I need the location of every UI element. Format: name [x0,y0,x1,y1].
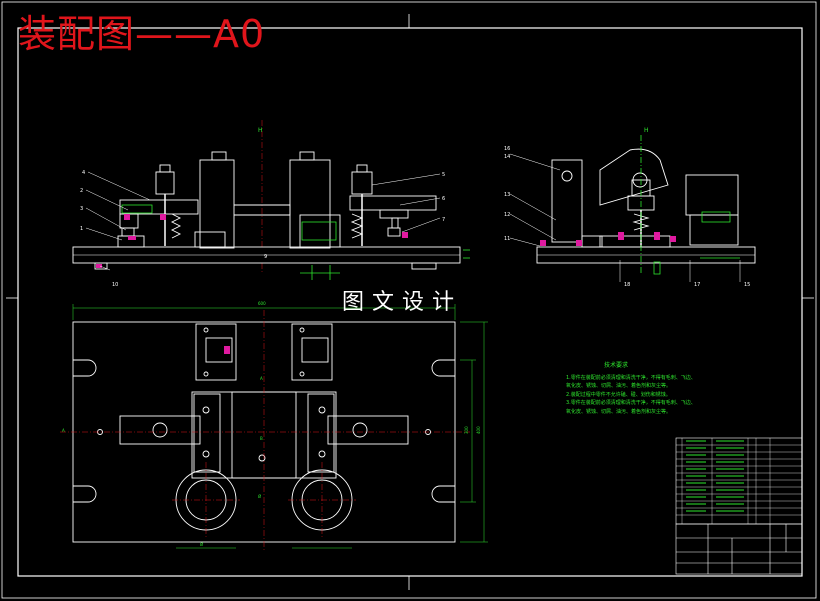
plan-view-dimensions [72,304,488,549]
front-view-leaders [85,171,441,271]
side-balloon: 16 [504,146,510,152]
technical-notes: 技术要求 1.零件在装配前必须清理和清洗干净，不得有毛刺、飞边、 氧化皮、锈蚀、… [566,362,696,416]
svg-text:600: 600 [258,301,266,306]
svg-text:400: 400 [476,426,481,434]
side-view-hatch [540,232,676,246]
front-view-green-parts [121,204,470,280]
parts-list-rows [676,438,802,524]
front-balloon: 2 [80,188,83,194]
front-view [72,120,461,272]
side-balloon: 15 [744,282,750,288]
side-balloon: 18 [624,282,630,288]
parts-list-entries [686,440,744,512]
technical-note-line: 3.零件在装配前必须清理和清洗干净，不得有毛刺、飞边、 [566,400,696,406]
side-balloon: 11 [504,236,510,242]
watermark-text: 图文设计 [342,290,463,315]
side-balloon: 13 [504,192,510,198]
side-balloon: 12 [504,212,510,218]
side-balloon: 17 [694,282,700,288]
parts-list [675,437,803,525]
svg-text:Ø: Ø [200,542,203,547]
inner-frame [17,27,803,577]
plan-view-centerlines [60,310,470,552]
technical-note-line: 氧化皮、锈蚀、切屑、油污、着色剂和灰尘等。 [566,383,672,389]
technical-note-line: 氧化皮、锈蚀、切屑、油污、着色剂和灰尘等。 [566,408,672,415]
side-balloon: 14 [504,154,510,160]
front-balloon: 9 [264,254,267,260]
side-view-balloons: 16 14 13 12 11 18 17 15 [504,146,750,288]
svg-text:A: A [260,376,263,381]
technical-notes-title: 技术要求 [603,362,628,369]
svg-text:B: B [260,436,263,441]
plan-view-dim-text: 600 400 300 A B Ø Ø A [62,301,481,547]
front-view-balloons: 4 2 3 1 5 6 7 9 10 [80,170,445,288]
front-balloon: 10 [112,282,118,288]
front-balloon: 6 [442,196,445,202]
svg-text:Ø: Ø [258,494,261,499]
front-view-hatch [96,214,408,268]
plan-view-hatch [224,346,230,354]
drawing-title: 装配图——A0 [18,12,266,56]
front-view-section-mark: H H [258,127,649,134]
svg-text:H: H [644,127,649,134]
side-view-leaders [509,153,741,282]
technical-note-line: 2.装配过程中零件不允许磕、碰、划伤和锈蚀。 [566,391,671,398]
front-balloon: 7 [442,217,445,223]
centering-marks [6,14,814,590]
svg-text:A: A [62,428,65,433]
side-view [536,148,756,264]
technical-note-line: 1.零件在装配前必须清理和清洗干净，不得有毛刺、飞边、 [566,374,696,381]
svg-text:H: H [258,127,263,134]
front-balloon: 4 [82,170,85,176]
front-balloon: 1 [80,226,83,232]
front-balloon: 3 [80,206,83,212]
svg-text:300: 300 [464,426,469,434]
front-balloon: 5 [442,172,445,178]
side-view-green-parts [640,135,740,275]
title-block [675,523,803,575]
